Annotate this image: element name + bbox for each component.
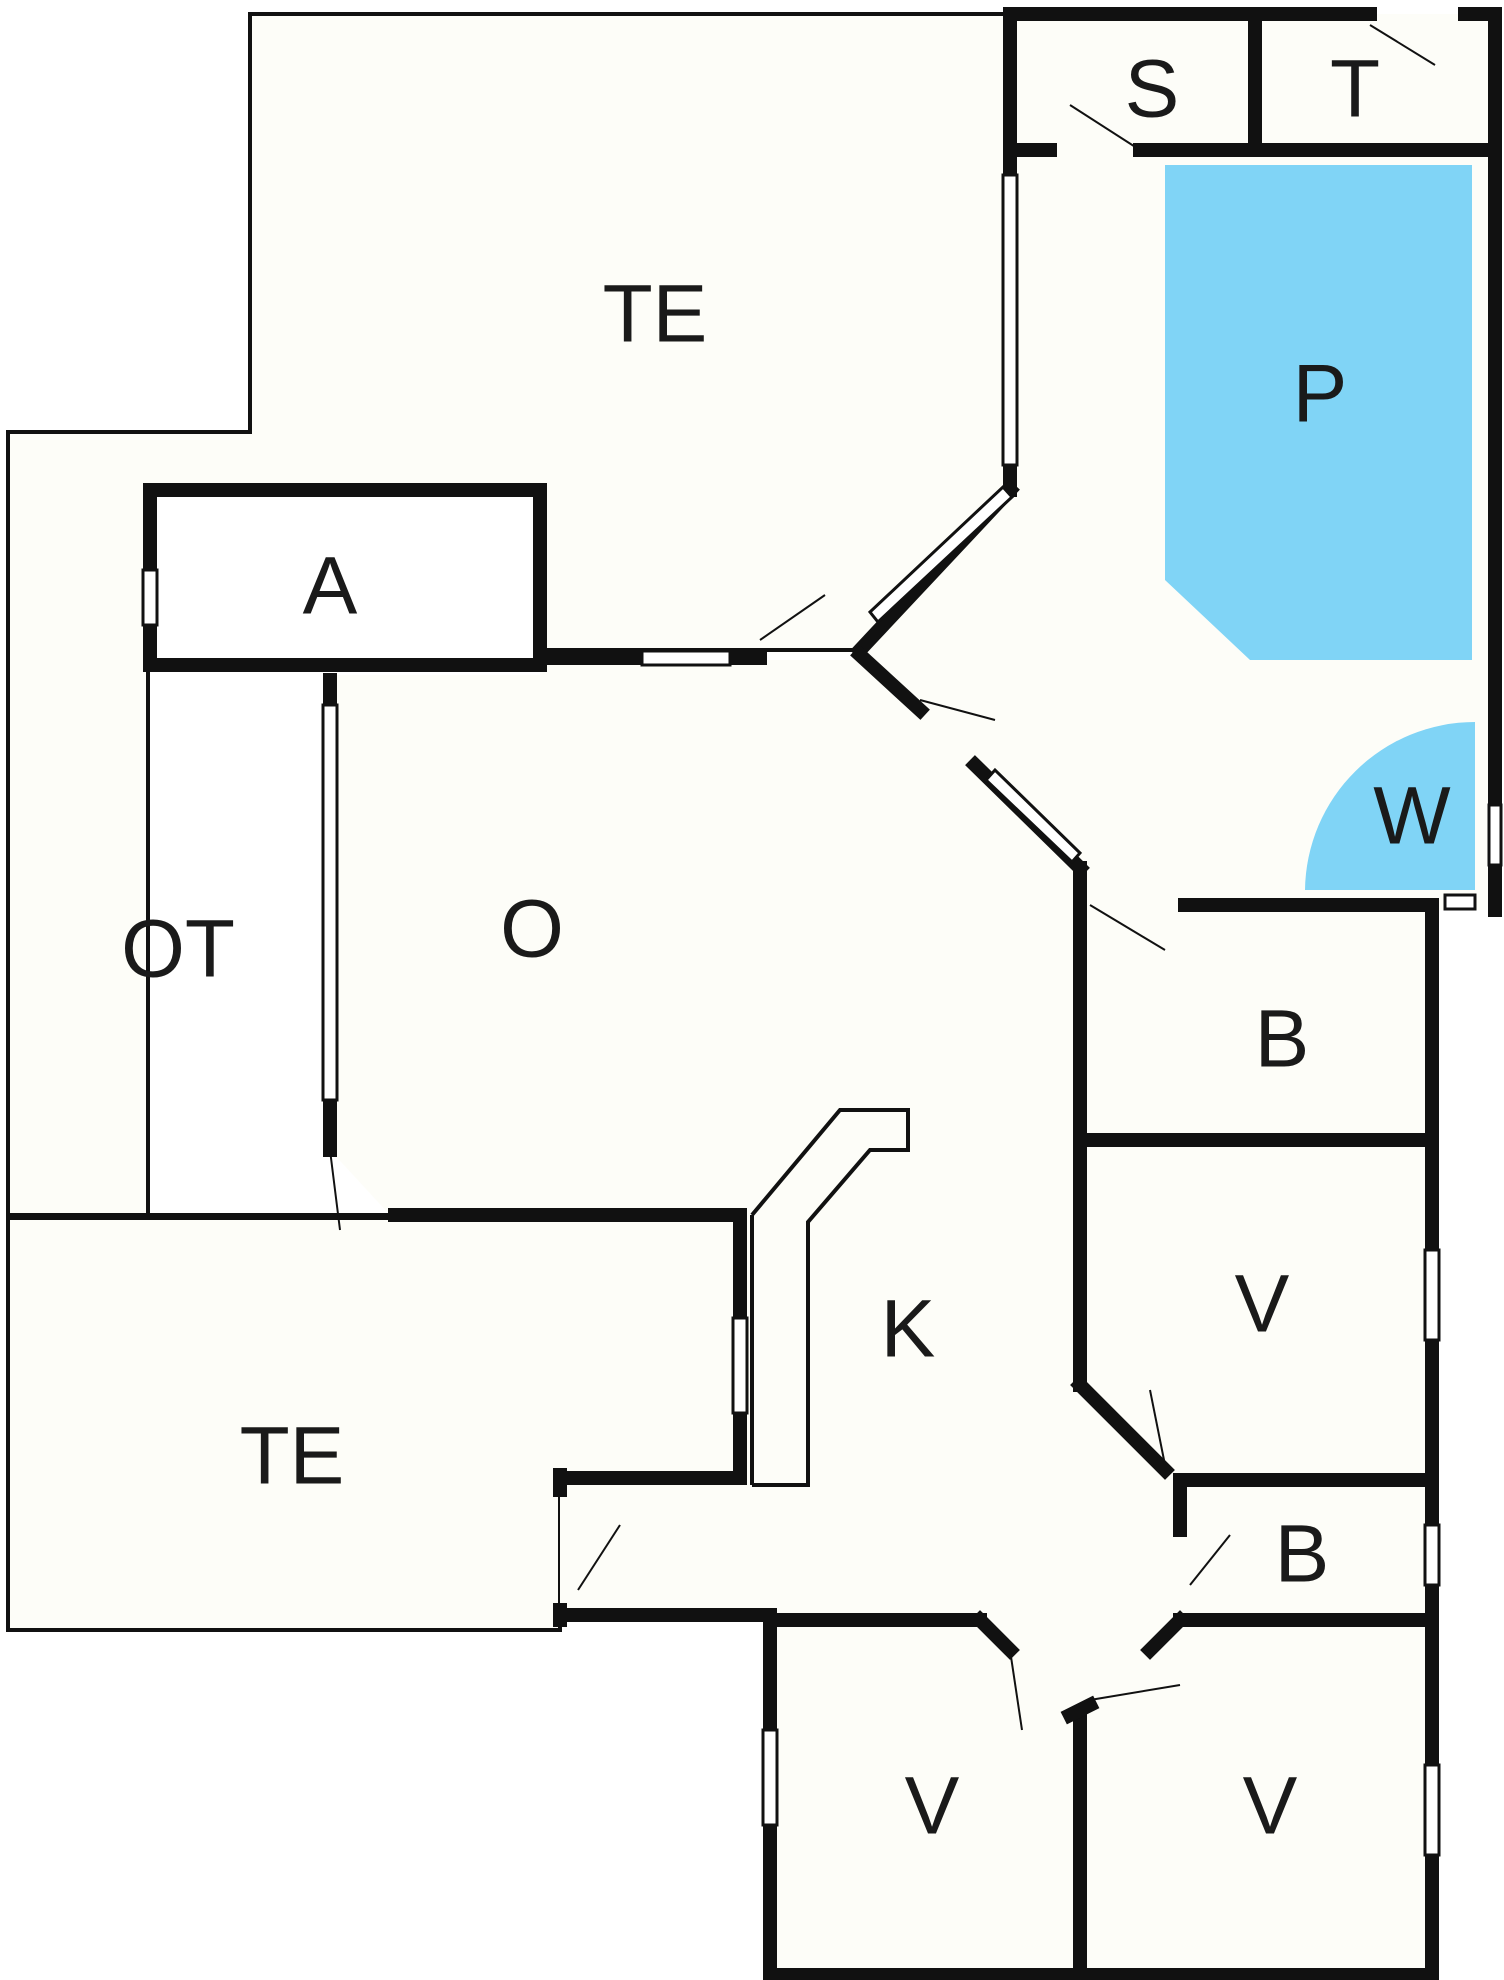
- label-bathroom-2: B: [1275, 1509, 1330, 1600]
- label-whirlpool: W: [1373, 771, 1451, 862]
- label-storage: A: [303, 541, 358, 632]
- label-terrace-bottom: TE: [240, 1411, 345, 1502]
- label-bathroom-1: B: [1255, 994, 1310, 1085]
- pool-shape: [1165, 165, 1472, 660]
- window: [1423, 1763, 1441, 1857]
- window: [640, 649, 732, 667]
- label-kitchen: K: [881, 1284, 936, 1375]
- label-terrace-top: TE: [603, 269, 708, 360]
- window: [731, 1316, 749, 1415]
- label-bedroom-2: V: [905, 1761, 960, 1852]
- doors: [329, 24, 1436, 1731]
- window: [1423, 1248, 1441, 1342]
- window: [1001, 173, 1019, 467]
- label-pool: P: [1293, 349, 1348, 440]
- window: [983, 767, 1083, 865]
- window: [867, 484, 1015, 625]
- label-bedroom-3: V: [1243, 1761, 1298, 1852]
- label-toilet: T: [1330, 44, 1380, 135]
- windows: [141, 173, 1503, 1857]
- window: [1423, 1523, 1441, 1587]
- label-outdoor-terrace: OT: [121, 904, 235, 995]
- window: [321, 703, 339, 1102]
- label-bedroom-1: V: [1235, 1259, 1290, 1350]
- label-living: O: [500, 884, 564, 975]
- room-labels: TE S T P A OT O W B V K TE B V V: [121, 44, 1451, 1852]
- window: [1487, 803, 1503, 867]
- window: [1443, 893, 1477, 911]
- whirlpool-shape: [1305, 722, 1475, 890]
- window: [761, 1728, 779, 1827]
- label-sauna: S: [1125, 44, 1180, 135]
- window: [141, 568, 159, 627]
- thin-lines: [8, 1108, 910, 1487]
